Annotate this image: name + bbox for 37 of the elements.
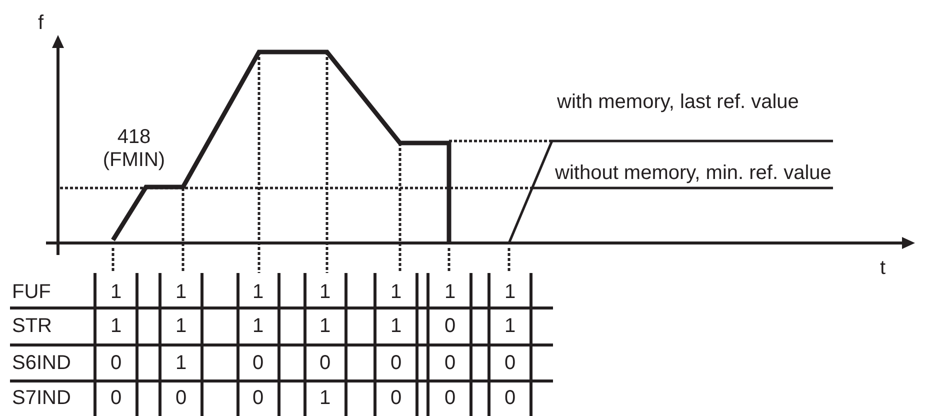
table-cell: 0 <box>503 352 517 374</box>
axis-label: t <box>880 257 886 279</box>
table-cell: 1 <box>109 281 123 303</box>
row-header: FUF <box>12 281 51 303</box>
row-header: S7IND <box>12 387 71 409</box>
table-cell: 1 <box>251 281 265 303</box>
curve-label: with memory, last ref. value <box>557 91 799 113</box>
table-cell: 0 <box>109 387 123 409</box>
axis-label: f <box>38 12 44 34</box>
table-cell: 0 <box>443 352 457 374</box>
table-cell: 0 <box>389 387 403 409</box>
table-cell: 0 <box>251 387 265 409</box>
table-cell: 1 <box>443 281 457 303</box>
table-cell: 0 <box>443 315 457 337</box>
table-cell: 0 <box>503 387 517 409</box>
table-cell: 1 <box>389 281 403 303</box>
table-cell: 1 <box>174 281 188 303</box>
row-header: STR <box>12 315 52 337</box>
table-cell: 0 <box>174 387 188 409</box>
table-cell: 1 <box>503 315 517 337</box>
table-cell: 1 <box>174 352 188 374</box>
row-header: S6IND <box>12 352 71 374</box>
table-cell: 0 <box>318 352 332 374</box>
table-cell: 1 <box>174 315 188 337</box>
table-cell: 1 <box>251 315 265 337</box>
table-cell: 0 <box>443 387 457 409</box>
table-cell: 0 <box>251 352 265 374</box>
table-cell: 1 <box>389 315 403 337</box>
table-cell: 1 <box>318 315 332 337</box>
table-cell: 0 <box>389 352 403 374</box>
table-cell: 1 <box>318 281 332 303</box>
table-cell: 1 <box>318 387 332 409</box>
table-cell: 1 <box>503 281 517 303</box>
table-cell: 1 <box>109 315 123 337</box>
table-cell: 0 <box>109 352 123 374</box>
curve-label: without memory, min. ref. value <box>555 162 832 184</box>
value-annotation: 418 (FMIN) <box>102 126 166 172</box>
